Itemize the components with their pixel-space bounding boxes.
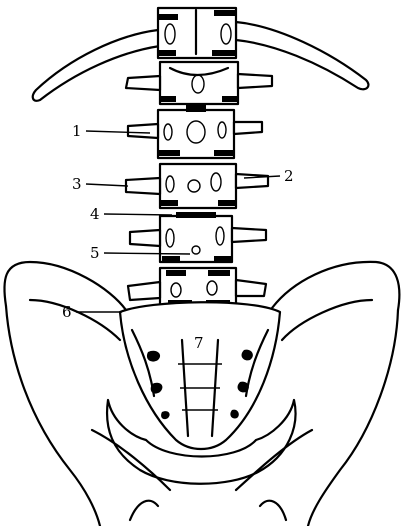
- right-rib: [234, 20, 370, 91]
- label-1: 1: [72, 122, 82, 140]
- label-7: 7: [194, 334, 204, 352]
- left-rib: [31, 28, 162, 102]
- leader-line-4: [103, 213, 173, 216]
- vertebra-l3: [124, 162, 270, 210]
- vertebra-l4: [128, 212, 268, 264]
- label-2: 2: [284, 167, 294, 185]
- label-5: 5: [90, 244, 100, 262]
- vertebra-l1: [124, 60, 274, 106]
- vertebra-l2: [126, 104, 264, 160]
- leader-lines: [76, 130, 281, 313]
- label-4: 4: [90, 205, 100, 223]
- leader-line-3: [85, 183, 129, 187]
- label-6: 6: [62, 303, 72, 321]
- leader-line-1: [85, 130, 151, 134]
- leader-line-2: [243, 175, 281, 179]
- leader-line-5: [103, 252, 191, 255]
- sacrum: [106, 301, 297, 485]
- label-3: 3: [72, 175, 82, 193]
- vertebra-t12: [156, 6, 238, 60]
